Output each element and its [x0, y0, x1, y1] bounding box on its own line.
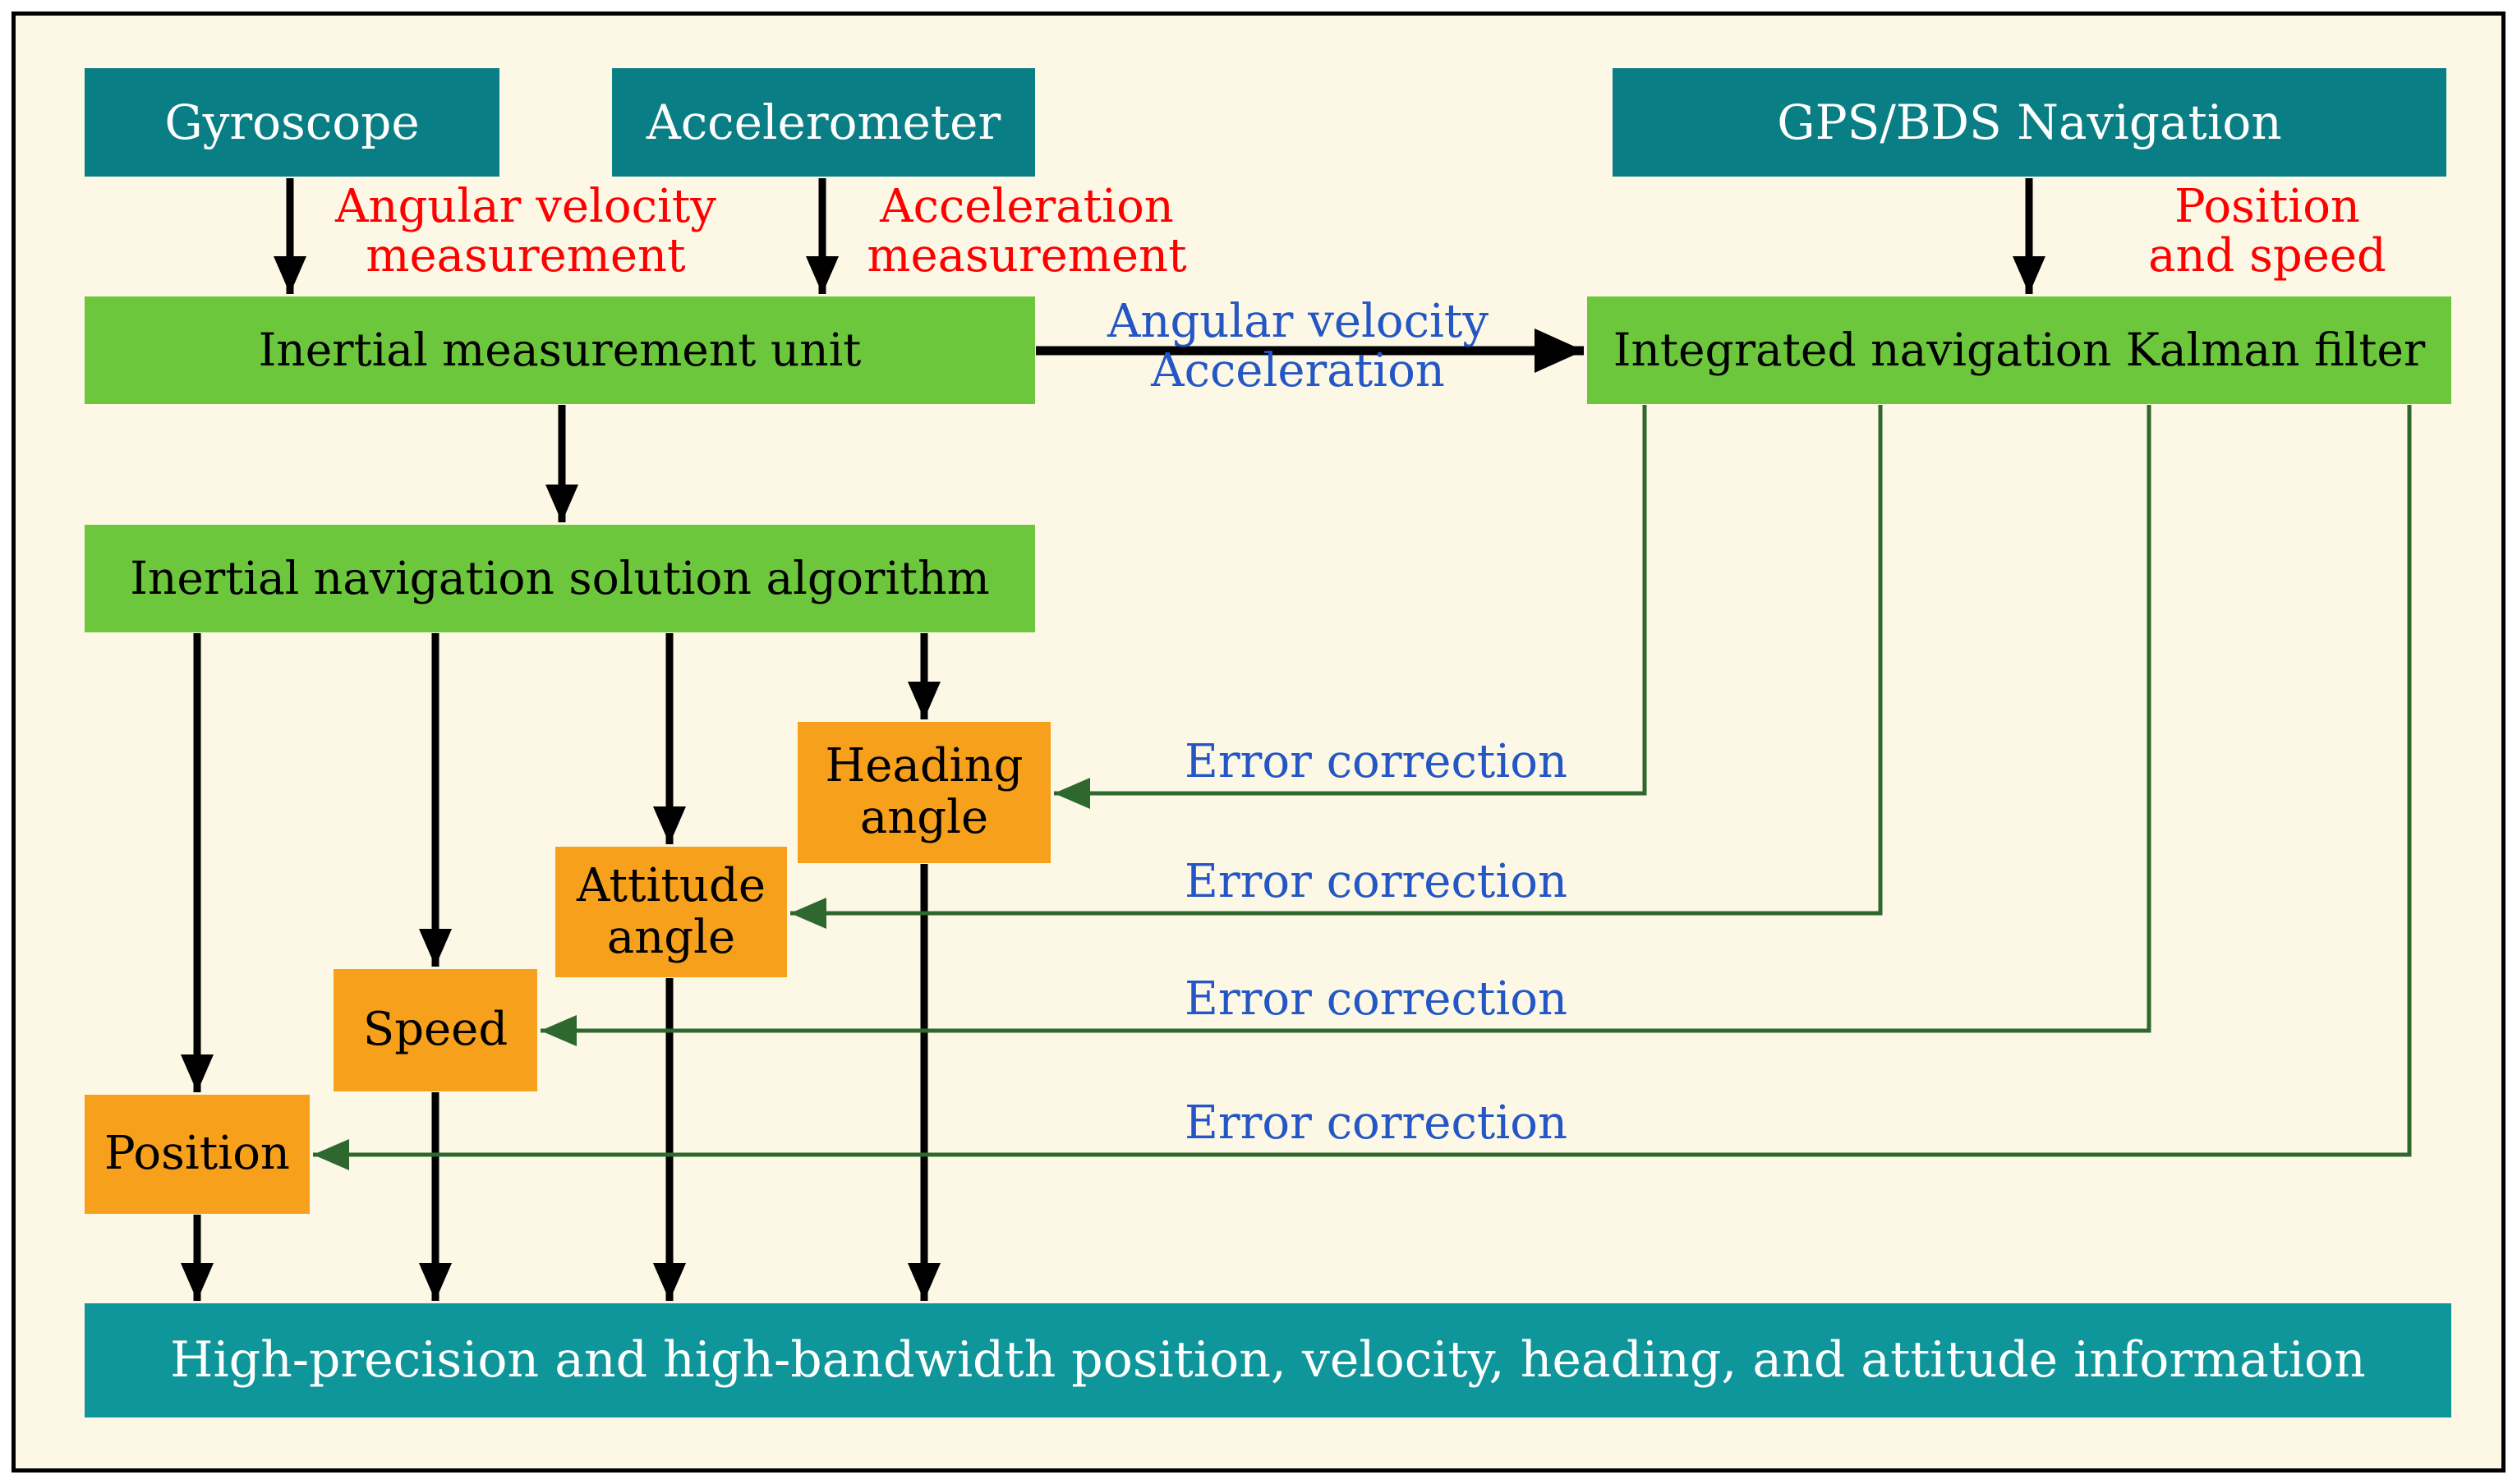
label-error-correction-4: Error correction: [1184, 1096, 1568, 1150]
node-speed: Speed: [334, 969, 537, 1091]
node-ins-solution-algorithm: Inertial navigation solution algorithm: [85, 525, 1035, 632]
line-error-correction-speed: [541, 405, 2151, 1046]
node-kalman-filter: Integrated navigation Kalman filter: [1587, 296, 2451, 404]
label-angular-velocity-acceleration: Angular velocity Acceleration: [1107, 295, 1489, 398]
label-position-and-speed: Position and speed: [2148, 180, 2386, 283]
node-position: Position: [85, 1095, 310, 1214]
line-error-correction-attitude: [790, 405, 1883, 929]
node-output-bar: High-precision and high-bandwidth positi…: [85, 1303, 2451, 1417]
label-error-correction-2: Error correction: [1184, 855, 1568, 908]
line-error-correction-heading: [1054, 405, 1647, 809]
node-attitude-angle: Attitude angle: [555, 847, 787, 977]
label-acceleration-measurement: Acceleration measurement: [867, 180, 1187, 283]
node-inertial-measurement-unit: Inertial measurement unit: [85, 296, 1035, 404]
line-error-correction-position: [313, 405, 2412, 1170]
label-error-correction-3: Error correction: [1184, 972, 1568, 1026]
label-error-correction-1: Error correction: [1184, 735, 1568, 788]
node-gyroscope: Gyroscope: [85, 68, 499, 177]
diagram-frame: [12, 11, 2505, 1473]
node-heading-angle: Heading angle: [798, 722, 1051, 863]
node-gps-bds-navigation: GPS/BDS Navigation: [1613, 68, 2446, 177]
node-accelerometer: Accelerometer: [612, 68, 1035, 177]
label-angular-velocity-measurement: Angular velocity measurement: [334, 180, 717, 283]
